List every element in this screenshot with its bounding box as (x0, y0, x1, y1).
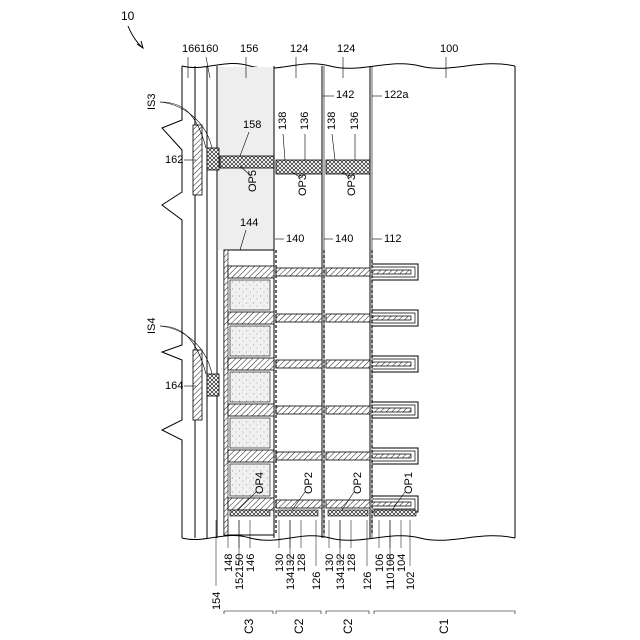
dotted-fill-3 (230, 418, 270, 448)
strip-c2a-0 (276, 268, 322, 276)
label-140b: 140 (335, 233, 353, 245)
strip-c2b-0 (326, 268, 370, 276)
label-is4: IS4 (146, 317, 158, 334)
strip-c2b-1 (326, 314, 370, 322)
strip-c2b-4 (326, 452, 370, 460)
label-138a: 138 (277, 112, 289, 130)
label-op1: OP1 (403, 472, 415, 494)
layer-stack (162, 63, 515, 540)
label-op2a: OP2 (303, 472, 315, 494)
via-bottom-c2a (278, 510, 318, 516)
chip-label-c1: C1 (437, 618, 451, 634)
figure-arrow (128, 26, 143, 48)
via-136-138-left (276, 160, 322, 174)
label-is3: IS3 (146, 93, 158, 110)
label-op5: OP5 (247, 170, 259, 192)
dotted-fill-1 (230, 326, 270, 356)
bottom-label-126: 126 (311, 572, 323, 590)
upper-bond-pad-162 (193, 125, 219, 195)
via-bottom-c3 (230, 510, 270, 516)
label-162: 162 (165, 154, 183, 166)
strip-c3-0 (228, 266, 274, 278)
lower-bond-pad-164 (193, 350, 219, 420)
via-158 (220, 156, 274, 168)
chip-label-c3: C3 (242, 618, 256, 634)
label-136b: 136 (349, 112, 361, 130)
bottom-label-128: 128 (346, 554, 358, 572)
bottom-label-110: 110 (385, 572, 397, 590)
chip-bracket-c2b (326, 611, 369, 614)
break-line-bottom (182, 535, 515, 540)
strip-c2b-3 (326, 406, 370, 414)
label-156: 156 (240, 43, 258, 55)
label-136a: 136 (299, 112, 311, 130)
layer-154 (224, 250, 228, 535)
dotted-fill-0 (230, 280, 270, 310)
trench-core-1 (372, 316, 411, 320)
label-142: 142 (336, 89, 354, 101)
strip-c3-5 (228, 498, 274, 510)
label-op3b: OP3 (346, 174, 358, 196)
label-158: 158 (243, 119, 261, 131)
strip-c2a-3 (276, 406, 322, 414)
chip-labels: C3 C2 C2 C1 (224, 611, 515, 634)
chip-label-c2b: C2 (341, 618, 355, 634)
label-op2b: OP2 (352, 472, 364, 494)
bottom-label-128: 128 (296, 554, 308, 572)
trench-core-5 (372, 502, 411, 506)
chip-bracket-c1 (374, 611, 515, 614)
chip-label-c2a: C2 (292, 618, 306, 634)
label-op4: OP4 (254, 472, 266, 494)
bottom-label-102: 102 (405, 572, 417, 590)
trench-core-2 (372, 362, 411, 366)
label-166: 166 (182, 43, 200, 55)
label-124b: 124 (337, 43, 355, 55)
strip-c3-4 (228, 450, 274, 462)
label-164: 164 (165, 380, 183, 392)
trench-core-0 (372, 270, 411, 274)
via-bottom-c2b (328, 510, 368, 516)
label-140a: 140 (286, 233, 304, 245)
chip-bracket-c2a (276, 611, 321, 614)
trench-core-4 (372, 454, 411, 458)
bottom-label-134: 134 (285, 572, 297, 590)
label-124a: 124 (290, 43, 308, 55)
bottom-label-152: 152 (234, 572, 246, 590)
label-112: 112 (384, 233, 402, 245)
strip-c2a-4 (276, 452, 322, 460)
strip-c2b-2 (326, 360, 370, 368)
strip-c3-2 (228, 358, 274, 370)
bottom-label-134: 134 (335, 572, 347, 590)
via-136-138-right (326, 160, 370, 174)
bottom-label-126: 126 (362, 572, 374, 590)
label-144: 144 (240, 217, 258, 229)
via-bottom-c1 (374, 510, 416, 516)
bottom-label-154: 154 (211, 592, 223, 610)
chip-bracket-c3 (224, 611, 273, 614)
strip-c3-3 (228, 404, 274, 416)
label-op3a: OP3 (297, 174, 309, 196)
strip-c2a-1 (276, 314, 322, 322)
strip-c2a-2 (276, 360, 322, 368)
label-100: 100 (440, 43, 458, 55)
strip-c3-1 (228, 312, 274, 324)
label-160: 160 (200, 43, 218, 55)
label-122a: 122a (384, 89, 409, 101)
bottom-label-146: 146 (245, 554, 257, 572)
bottom-label-104: 104 (396, 554, 408, 572)
label-138b: 138 (326, 112, 338, 130)
layer-166-passivation (162, 66, 182, 538)
dotted-fill-2 (230, 372, 270, 402)
figure-number: 10 (121, 9, 135, 23)
strip-c2a-5 (276, 500, 322, 508)
trench-core-3 (372, 408, 411, 412)
